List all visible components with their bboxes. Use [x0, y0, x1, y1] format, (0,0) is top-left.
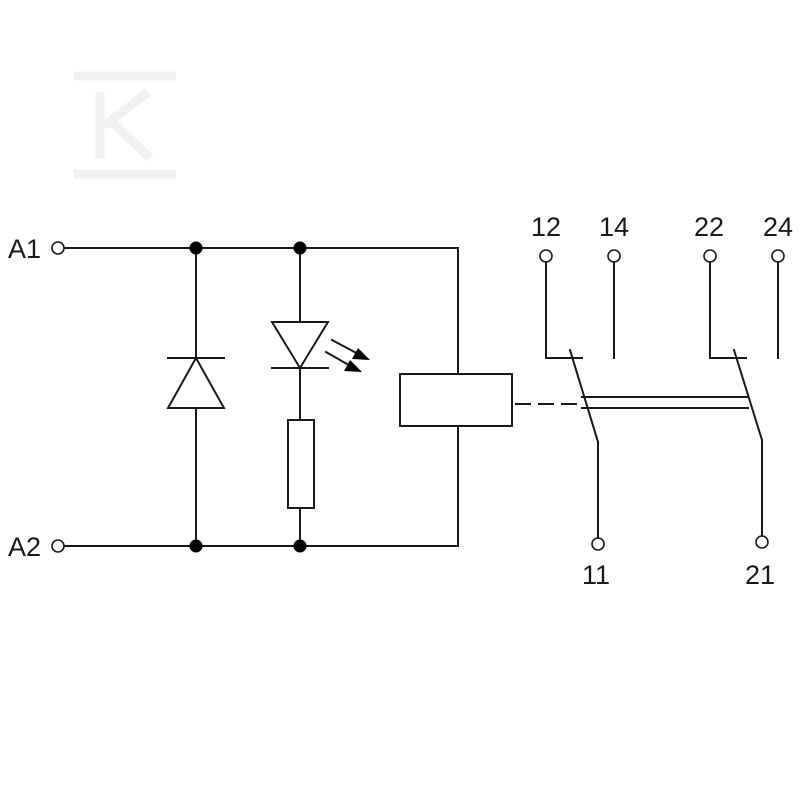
relay-coil: [399, 373, 513, 427]
label-a2: A2: [8, 532, 41, 562]
label-24: 24: [763, 212, 793, 242]
light-emission-arrows-icon: [324, 338, 370, 372]
terminal-11: [591, 537, 605, 551]
junction-dot: [293, 539, 307, 553]
label-11: 11: [582, 560, 610, 590]
label-22: 22: [694, 212, 724, 242]
resistor-symbol: [287, 419, 315, 509]
junction-dot: [189, 539, 203, 553]
terminal-24: [771, 249, 785, 263]
label-21: 21: [745, 560, 775, 590]
terminal-14: [607, 249, 621, 263]
freewheel-diode-symbol: [166, 355, 226, 409]
led-symbol: [270, 321, 330, 370]
junction-dot: [189, 241, 203, 255]
terminal-a1: [51, 241, 65, 255]
terminal-21: [755, 535, 769, 549]
label-14: 14: [599, 212, 629, 242]
label-a1: A1: [8, 234, 41, 264]
terminal-22: [703, 249, 717, 263]
k-logo-watermark: [74, 71, 176, 179]
contact-set-1: [545, 261, 615, 541]
junction-dot: [293, 241, 307, 255]
contact-set-2: [709, 261, 779, 537]
label-12: 12: [531, 212, 561, 242]
terminal-12: [539, 249, 553, 263]
terminal-a2: [51, 539, 65, 553]
